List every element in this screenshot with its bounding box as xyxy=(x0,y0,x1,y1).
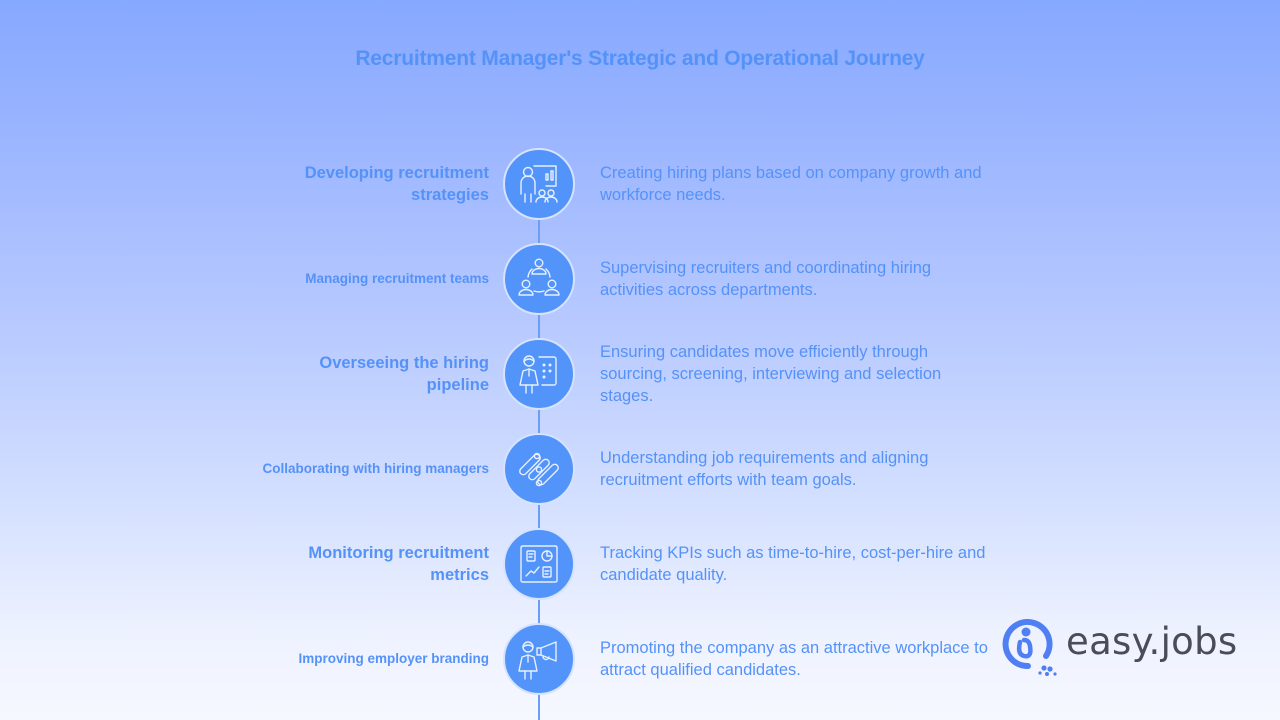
timeline-step: Managing recruitment teams Supervising r… xyxy=(0,243,1280,315)
step-icon-circle xyxy=(503,243,575,315)
step-title: Overseeing the hiring pipeline xyxy=(319,354,489,394)
easyjobs-logo-icon xyxy=(1002,619,1057,676)
person-board-icon xyxy=(519,355,557,394)
timeline-step: Collaborating with hiring managers Under… xyxy=(0,433,1280,505)
timeline-step: Developing recruitment strategies Creati… xyxy=(0,148,1280,220)
step-title: Collaborating with hiring managers xyxy=(262,461,489,476)
step-icon-circle xyxy=(503,623,575,695)
step-title: Managing recruitment teams xyxy=(305,271,489,286)
step-description: Supervising recruiters and coordinating … xyxy=(600,259,932,299)
step-description: Creating hiring plans based on company g… xyxy=(600,164,982,204)
logo-wordmark: easy.jobs xyxy=(1066,619,1238,663)
step-description: Ensuring candidates move efficiently thr… xyxy=(600,343,942,405)
step-icon-circle xyxy=(503,433,575,505)
step-title: Monitoring recruitment metrics xyxy=(308,544,489,584)
step-icon-circle xyxy=(503,148,575,220)
person-megaphone-icon xyxy=(518,641,557,680)
step-description: Understanding job requirements and align… xyxy=(600,449,929,489)
step-title: Developing recruitment strategies xyxy=(304,164,489,204)
easyjobs-logo: easy.jobs xyxy=(994,612,1237,680)
timeline-step: Overseeing the hiring pipeline Ensuring … xyxy=(0,338,1280,410)
presentation-chart-audience-icon xyxy=(520,165,558,203)
team-network-icon xyxy=(518,258,560,296)
step-description: Tracking KPIs such as time-to-hire, cost… xyxy=(600,544,986,584)
step-title: Improving employer branding xyxy=(298,651,489,666)
aligned-sliders-icon xyxy=(519,452,559,487)
step-description: Promoting the company as an attractive w… xyxy=(600,639,988,679)
timeline-step: Monitoring recruitment metrics Tracking … xyxy=(0,528,1280,600)
step-icon-circle xyxy=(503,528,575,600)
timeline-step: Improving employer branding Promoting th… xyxy=(0,623,1280,695)
step-icon-circle xyxy=(503,338,575,410)
diagram-title: Recruitment Manager's Strategic and Oper… xyxy=(355,47,925,70)
dashboard-metrics-icon xyxy=(520,545,558,583)
